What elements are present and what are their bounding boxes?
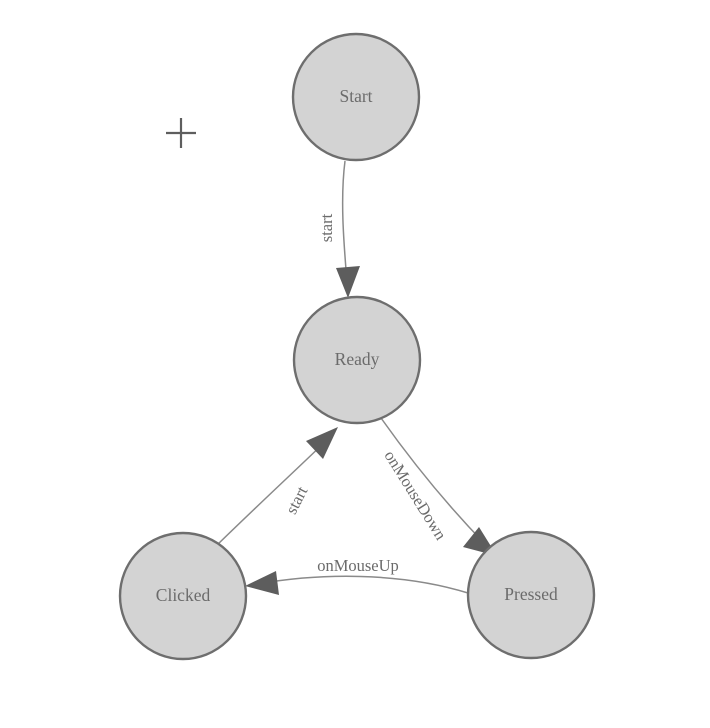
node-circle-start[interactable] <box>291 32 421 162</box>
node-start[interactable]: Start <box>291 32 421 162</box>
node-pressed[interactable]: Pressed <box>466 530 596 660</box>
edge-label-start-to-ready: start <box>317 213 336 242</box>
edge-start-to-ready[interactable]: start <box>317 160 360 298</box>
edge-line-ready-to-pressed <box>380 417 487 546</box>
node-circle-ready[interactable] <box>292 295 422 425</box>
edge-line-pressed-to-clicked <box>257 575 469 594</box>
node-circle-pressed[interactable] <box>466 530 596 660</box>
arrowhead-pressed-to-clicked <box>245 571 279 595</box>
edge-label-clicked-to-ready: start <box>282 483 312 517</box>
node-circle-clicked[interactable] <box>118 531 248 661</box>
arrowhead-clicked-to-ready <box>306 427 338 459</box>
node-label-ready: Ready <box>335 349 380 369</box>
arrowhead-start-to-ready <box>336 266 360 298</box>
edge-ready-to-pressed[interactable]: onMouseDown <box>380 417 497 556</box>
node-label-start: Start <box>339 86 372 106</box>
node-ready[interactable]: Ready <box>292 295 422 425</box>
edge-clicked-to-ready[interactable]: start <box>214 427 338 548</box>
edge-line-start-to-ready <box>341 160 348 283</box>
plus-marker[interactable] <box>166 118 196 148</box>
node-label-pressed: Pressed <box>504 584 558 604</box>
edge-pressed-to-clicked[interactable]: onMouseUp <box>245 556 469 595</box>
node-label-clicked: Clicked <box>156 585 211 605</box>
edge-label-pressed-to-clicked: onMouseUp <box>317 556 399 575</box>
node-clicked[interactable]: Clicked <box>118 531 248 661</box>
